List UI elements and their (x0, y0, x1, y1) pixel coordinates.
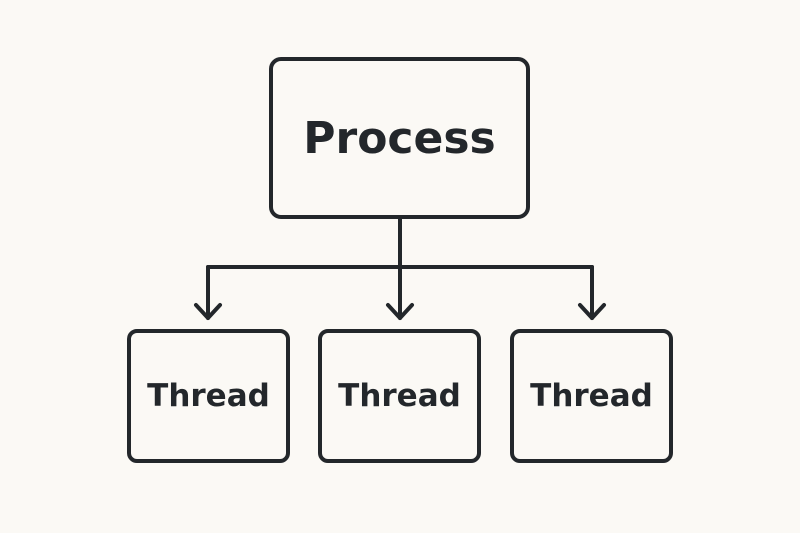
arrowhead-2 (386, 303, 414, 320)
thread-node-3: Thread (510, 329, 673, 463)
process-node: Process (269, 57, 530, 219)
arrowhead-1 (194, 303, 222, 320)
thread-label-1: Thread (147, 378, 270, 414)
thread-label-3: Thread (530, 378, 653, 414)
thread-node-1: Thread (127, 329, 290, 463)
process-label: Process (303, 112, 496, 164)
thread-label-2: Thread (338, 378, 461, 414)
thread-node-2: Thread (318, 329, 481, 463)
arrowhead-3 (578, 303, 606, 320)
